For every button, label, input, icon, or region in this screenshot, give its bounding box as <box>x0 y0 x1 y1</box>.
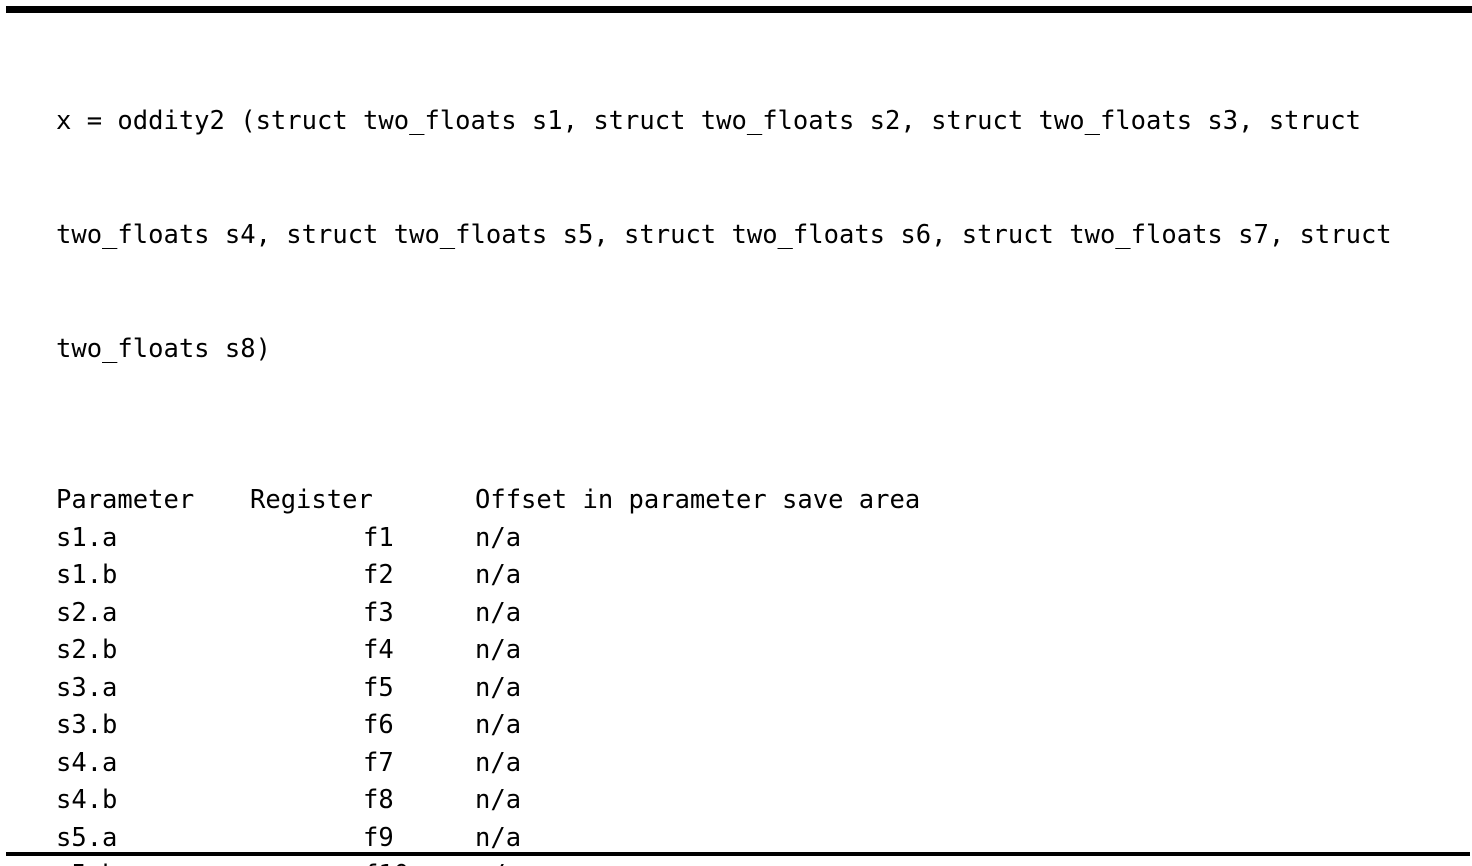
table-row: s4.a f7 n/a <box>56 745 920 783</box>
cell-offset: n/a <box>475 785 522 815</box>
signature-table-gap <box>56 444 1452 482</box>
table-row: s2.b f4 n/a <box>56 632 920 670</box>
cell-offset: n/a <box>475 560 522 590</box>
cell-offset: n/a <box>475 710 522 740</box>
cell-register: f3 <box>363 597 394 628</box>
table-row: s4.b f8 n/a <box>56 782 920 820</box>
cell-parameter: s1.b <box>56 560 118 590</box>
cell-register: f10 <box>250 857 475 866</box>
cell-parameter: s4.b <box>56 785 118 815</box>
cell-offset: n/a <box>475 747 522 778</box>
cell-register: f2 <box>363 560 394 590</box>
cell-parameter: s3.a <box>56 672 118 703</box>
cell-offset: n/a <box>475 597 522 628</box>
signature-line-3: two_floats s8) <box>56 334 271 364</box>
table-row: s5.a f9 n/a <box>56 820 920 858</box>
cell-register: f4 <box>363 635 394 665</box>
cell-parameter: s5.b <box>56 857 250 866</box>
signature-line-1: x = oddity2 (struct two_floats s1, struc… <box>56 106 1361 136</box>
cell-register: f6 <box>363 710 394 740</box>
document-content: x = oddity2 (struct two_floats s1, struc… <box>56 26 1452 866</box>
table-row: s1.a f1 n/a <box>56 520 920 558</box>
cell-register: f5 <box>363 672 394 703</box>
cell-register: f7 <box>363 747 394 778</box>
cell-offset: n/a <box>475 522 522 553</box>
table-row: s2.a f3 n/a <box>56 595 920 633</box>
cell-register: f8 <box>363 785 394 815</box>
cell-parameter: s2.a <box>56 597 118 628</box>
cell-offset: n/a <box>475 635 522 665</box>
cell-parameter: s2.b <box>56 635 118 665</box>
cell-parameter: s5.a <box>56 822 118 853</box>
cell-register: f9 <box>363 822 394 853</box>
bottom-rule <box>6 852 1470 856</box>
table-row: s1.b f2 n/a <box>56 557 920 595</box>
function-signature: x = oddity2 (struct two_floats s1, struc… <box>56 26 1452 444</box>
cell-offset: n/a <box>475 672 522 703</box>
cell-offset: n/a <box>475 857 920 866</box>
table-row: s3.a f5 n/a <box>56 670 920 708</box>
table-row: s3.b f6 n/a <box>56 707 920 745</box>
top-rule <box>6 6 1472 13</box>
table-header-row: Parameter Register Offset in parameter s… <box>56 482 920 520</box>
header-offset: Offset in parameter save area <box>475 485 921 515</box>
header-parameter: Parameter <box>56 485 195 515</box>
cell-parameter: s1.a <box>56 522 118 553</box>
header-register: Register <box>250 485 373 515</box>
table-row: s5.bf10n/a <box>56 857 920 866</box>
cell-register: f1 <box>363 522 394 553</box>
parameter-register-table: Parameter Register Offset in parameter s… <box>56 482 920 866</box>
cell-parameter: s3.b <box>56 710 118 740</box>
cell-parameter: s4.a <box>56 747 118 778</box>
cell-offset: n/a <box>475 822 522 853</box>
signature-line-2: two_floats s4, struct two_floats s5, str… <box>56 220 1392 250</box>
